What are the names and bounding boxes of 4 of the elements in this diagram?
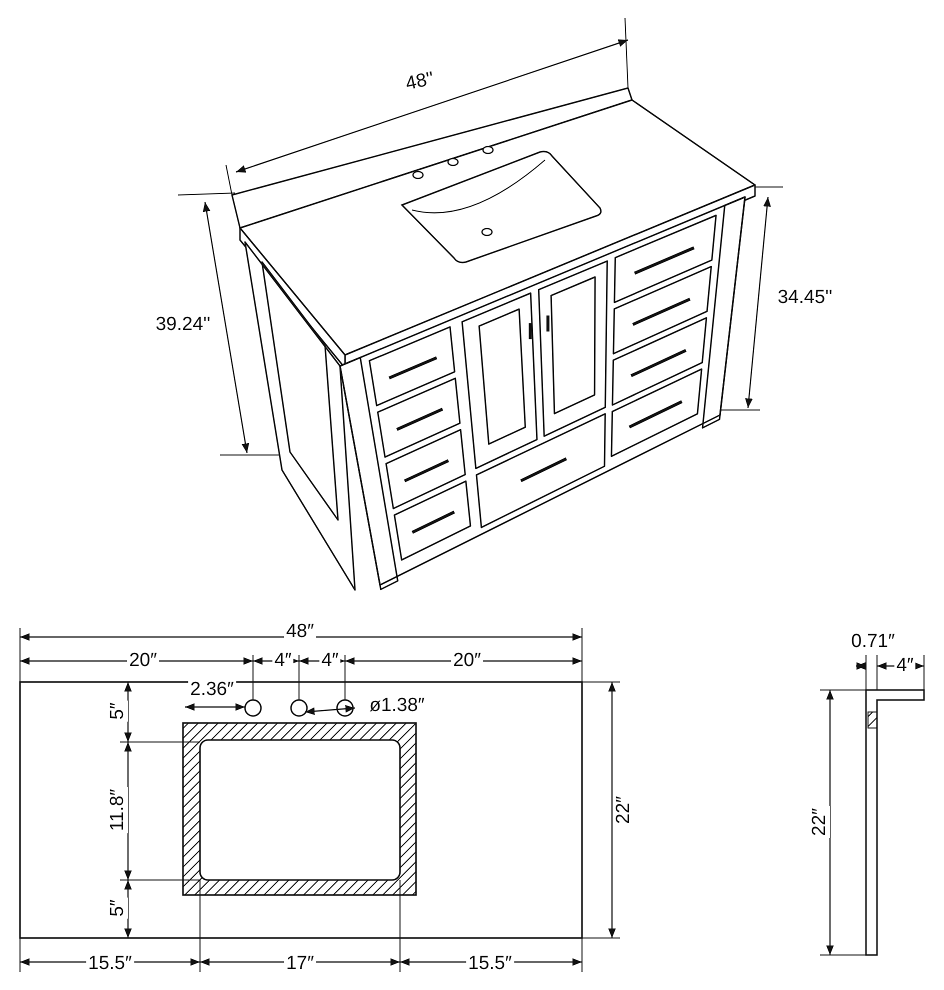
- dimension-label: 11.8″: [108, 786, 128, 834]
- dimension-label: 5″: [108, 700, 128, 722]
- dimension-label: 5″: [108, 897, 128, 919]
- dimension-label: 22″: [810, 806, 830, 838]
